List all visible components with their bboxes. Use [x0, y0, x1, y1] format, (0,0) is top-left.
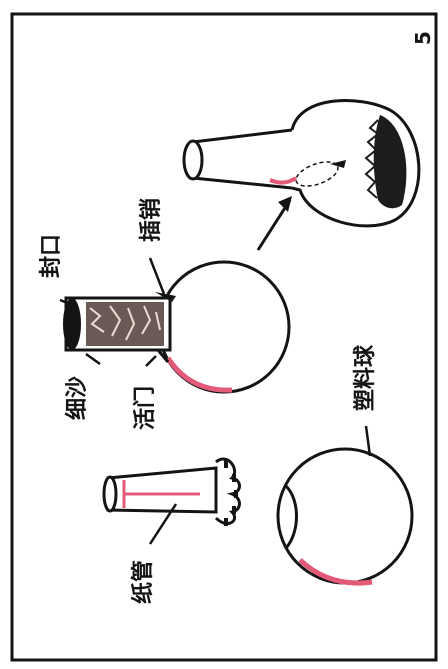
valve-indicator: [156, 349, 170, 363]
sand-texture: [89, 305, 161, 341]
paper-tube-pink-accent: [122, 480, 200, 508]
leader-pin: [148, 257, 166, 295]
leader-valve: [145, 355, 157, 367]
plastic-ball-drawing: [276, 447, 414, 586]
label-paper-tube: 纸管: [130, 560, 156, 604]
tube-body: [192, 128, 293, 190]
sand-fill: [86, 302, 164, 346]
leader-paper-tube: [148, 503, 178, 545]
ball-with-tube-detail: [182, 99, 421, 228]
leader-plastic-ball: [364, 425, 372, 457]
pin-tip: [330, 160, 346, 168]
paper-tube-frill: [214, 457, 241, 525]
plastic-ball: [276, 447, 414, 585]
page-number: 5: [411, 31, 435, 45]
label-seal: 封口: [39, 234, 64, 278]
leader-sand: [85, 352, 101, 366]
plastic-ball-opening: [284, 484, 298, 549]
detail-pink-accent: [269, 176, 298, 185]
label-pin: 插销: [139, 198, 164, 242]
label-plastic-ball: 塑料球: [353, 344, 378, 411]
leader-seal: [59, 298, 71, 306]
paper-tube-drawing: [102, 457, 241, 526]
label-valve: 活门: [132, 386, 158, 430]
main-ball-pink-accent: [165, 356, 233, 393]
sand-in-ball: [373, 115, 407, 209]
tube-seal-cap: [63, 298, 81, 350]
frame-border: [10, 12, 438, 662]
paper-tube-end: [102, 475, 118, 513]
detail-arrow-head: [278, 196, 292, 212]
paper-tube-frill-dots: [224, 460, 238, 526]
label-fine-sand: 细沙: [64, 376, 90, 420]
pin-stub: [155, 292, 176, 302]
plastic-ball-pink-accent: [298, 558, 373, 586]
assembled-ball: [63, 260, 291, 394]
sand-fringe: [364, 119, 380, 199]
tube-opening: [182, 139, 204, 181]
pin-loop: [295, 161, 339, 187]
